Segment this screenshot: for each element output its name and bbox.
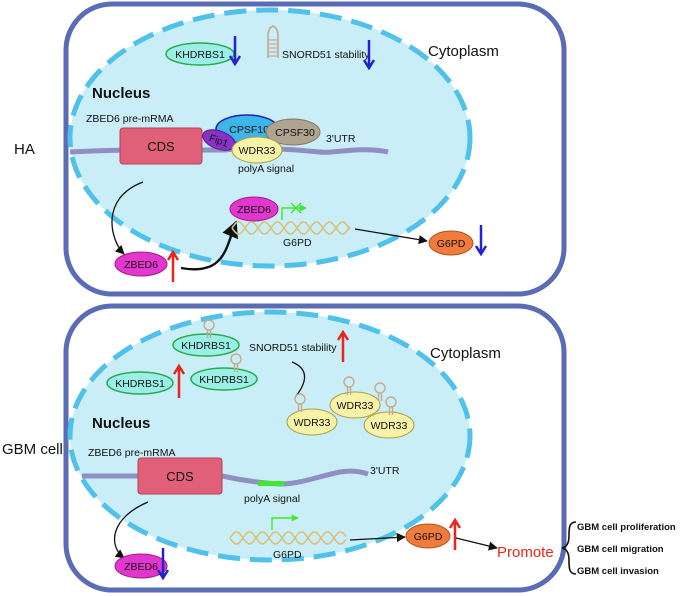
top-cds-label: CDS — [147, 139, 175, 154]
bottom-khdrbs1-c-label: KHDRBS1 — [199, 374, 249, 386]
top-cytoplasm-label: Cytoplasm — [428, 43, 499, 60]
bottom-cds-box — [137, 457, 223, 495]
top-utr-label: 3'UTR — [326, 133, 356, 145]
top-wdr33-label: WDR33 — [239, 145, 276, 157]
bottom-khdrbs1-c — [190, 367, 258, 391]
top-cpsf30-label: CPSF30 — [275, 127, 315, 139]
bottom-wdr33-c-label: WDR33 — [371, 420, 408, 432]
promote-label: Promote — [497, 544, 554, 561]
bottom-cytoplasm-label: Cytoplasm — [430, 345, 501, 362]
bottom-panel: GBM cell Cytoplasm Nucleus KHDRBS1 KHDRB… — [2, 303, 676, 593]
up-arrow-icon — [336, 329, 350, 362]
top-cpsf100-label: CPSF100 — [229, 124, 275, 136]
brace-icon — [561, 521, 577, 575]
up-arrow-icon — [448, 517, 462, 550]
dna-helix-icon — [229, 531, 347, 545]
bottom-g6pd-gene-label: G6PD — [273, 549, 302, 561]
bottom-pre-mrna-label: ZBED6 pre-mRMA — [88, 447, 176, 459]
top-cds-box — [119, 127, 203, 165]
top-arrow-cds-to-zbed6 — [111, 181, 144, 255]
bottom-g6pd-protein-label: G6PD — [414, 531, 443, 543]
bottom-row-label: GBM cell — [2, 441, 63, 458]
bottom-utr-label: 3'UTR — [370, 465, 400, 477]
top-khdrbs1-label: KHDRBS1 — [175, 49, 225, 61]
top-nucleus-label: Nucleus — [92, 85, 150, 102]
up-arrow-icon — [166, 249, 180, 282]
blocked-icon — [290, 202, 302, 214]
bottom-pre-mrna-strand — [82, 468, 369, 487]
bottom-zbed6-label: ZBED6 — [124, 561, 158, 573]
bottom-wdr33-a-label: WDR33 — [294, 417, 331, 429]
bottom-polya-label: polyA signal — [244, 493, 300, 505]
top-cpsf30 — [265, 118, 321, 146]
top-snord51-label: SNORD51 stability — [282, 49, 370, 61]
outcome-invasion: GBM cell invasion — [577, 566, 659, 577]
outcome-proliferation: GBM cell proliferation — [577, 522, 676, 533]
bottom-arrow-to-promote — [455, 537, 498, 551]
bottom-arrow-cds-to-zbed6 — [113, 501, 149, 559]
bottom-khdrbs1-b — [106, 371, 174, 395]
top-pre-mrna-label: ZBED6 pre-mRMA — [86, 113, 174, 125]
transcription-arrow-icon — [281, 204, 307, 220]
bottom-g6pd-protein — [405, 523, 451, 549]
top-zbed6-nuclear — [229, 196, 279, 222]
down-arrow-icon — [228, 36, 242, 67]
bottom-khdrbs1-b-label: KHDRBS1 — [115, 378, 165, 390]
bottom-cds-label: CDS — [166, 469, 194, 484]
top-zbed6-cyto-label: ZBED6 — [124, 259, 158, 271]
down-arrow-icon — [362, 40, 376, 71]
up-arrow-icon — [172, 363, 186, 398]
top-arrow-gene-to-g6pd — [354, 228, 428, 245]
bottom-khdrbs1-a — [172, 333, 240, 357]
top-zbed6-nuclear-label: ZBED6 — [237, 204, 271, 216]
bottom-wdr33-b-label: WDR33 — [337, 400, 374, 412]
top-polya-label: polyA signal — [238, 163, 294, 175]
top-row-label: HA — [14, 141, 35, 158]
bottom-khdrbs1-a-label: KHDRBS1 — [181, 340, 231, 352]
top-panel: HA Cytoplasm Nucleus KHDRBS1 SNORD51 sta… — [14, 1, 567, 297]
dna-helix-icon — [231, 221, 351, 235]
top-zbed6-cyto — [114, 251, 168, 277]
top-g6pd-protein — [428, 230, 474, 256]
bottom-wdr33-a — [286, 408, 338, 436]
outcome-migration: GBM cell migration — [577, 544, 664, 555]
down-arrow-icon — [156, 548, 170, 581]
bottom-zbed6 — [114, 553, 168, 579]
bottom-arrow-snord51 — [291, 361, 306, 397]
bottom-nucleus — [67, 309, 473, 563]
bottom-wdr33-b — [329, 391, 381, 419]
bottom-snord51-label: SNORD51 stability — [249, 342, 337, 354]
top-g6pd-protein-label: G6PD — [437, 238, 466, 250]
transcription-arrow-icon — [271, 514, 299, 530]
top-g6pd-gene-label: G6PD — [283, 237, 312, 249]
bottom-polya-segment — [258, 481, 284, 486]
down-arrow-icon — [474, 225, 488, 257]
bottom-arrow-gene-to-g6pd — [349, 532, 406, 542]
top-wdr33 — [231, 136, 283, 164]
bottom-nucleus-label: Nucleus — [92, 415, 150, 432]
